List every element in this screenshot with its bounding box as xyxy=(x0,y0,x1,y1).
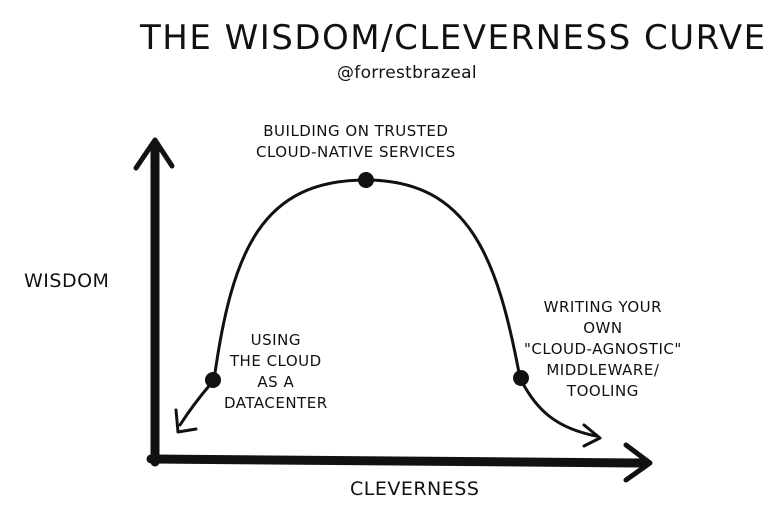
curve-right-arrowhead xyxy=(582,423,602,448)
point-cloud-native xyxy=(358,172,374,188)
author-handle: @forrestbrazeal xyxy=(337,63,477,83)
annotation-line: WRITING YOUR xyxy=(543,298,663,316)
annotation-line: TOOLING xyxy=(566,382,639,400)
x-axis-arrowhead xyxy=(623,442,653,483)
annotation-datacenter: USING THE CLOUD AS A DATACENTER xyxy=(224,330,328,414)
annotation-cloud-agnostic: WRITING YOUR OWN "CLOUD-AGNOSTIC" MIDDLE… xyxy=(524,297,682,402)
point-cloud-agnostic xyxy=(513,370,529,386)
curve-left-arrowhead xyxy=(174,408,198,434)
point-datacenter xyxy=(205,372,221,388)
annotation-line: DATACENTER xyxy=(224,394,328,412)
annotation-cloud-native: BUILDING ON TRUSTED CLOUD-NATIVE SERVICE… xyxy=(256,121,456,163)
annotation-line: OWN xyxy=(583,319,623,337)
annotation-line: AS A xyxy=(257,373,295,391)
annotation-line: THE CLOUD xyxy=(229,352,322,370)
annotation-line: BUILDING ON TRUSTED xyxy=(263,122,449,140)
x-axis-label: CLEVERNESS xyxy=(350,478,480,500)
y-axis-label: WISDOM xyxy=(24,270,110,292)
annotation-line: MIDDLEWARE/ xyxy=(546,361,660,379)
page-title: THE WISDOM/CLEVERNESS CURVE xyxy=(140,18,767,58)
y-axis-arrowhead xyxy=(133,137,175,171)
x-axis-line xyxy=(146,454,648,468)
annotation-line: USING xyxy=(250,331,301,349)
annotation-line: "CLOUD-AGNOSTIC" xyxy=(524,340,682,358)
annotation-line: CLOUD-NATIVE SERVICES xyxy=(256,143,456,161)
